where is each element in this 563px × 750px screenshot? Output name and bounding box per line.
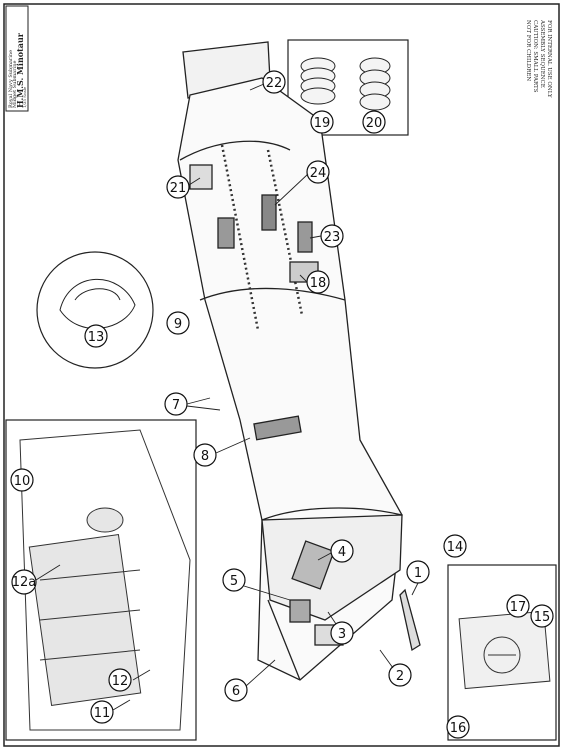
title-line-2: Midget Submarine bbox=[12, 61, 18, 108]
note-line-3: CAUTION: SMALL PARTS bbox=[532, 20, 538, 93]
callout-14: 14 bbox=[443, 534, 467, 558]
inset-interior bbox=[5, 419, 197, 741]
callout-13: 13 bbox=[84, 324, 108, 348]
callout-18: 18 bbox=[306, 270, 330, 294]
callout-21: 21 bbox=[166, 175, 190, 199]
svg-text:19: 19 bbox=[314, 116, 331, 131]
callout-6: 6 bbox=[224, 678, 248, 702]
notes-block: FOR INTERNAL USE ONLY ASSEMBLY SEQUENCE … bbox=[525, 19, 552, 98]
svg-text:22: 22 bbox=[266, 76, 283, 91]
callout-15: 15 bbox=[530, 604, 554, 628]
callout-19: 19 bbox=[310, 110, 334, 134]
callout-12: 12 bbox=[108, 668, 132, 692]
svg-text:14: 14 bbox=[447, 540, 464, 555]
note-line-2: ASSEMBLY SEQUENCE bbox=[539, 19, 545, 88]
page-border bbox=[3, 3, 560, 747]
callout-2: 2 bbox=[388, 663, 412, 687]
svg-text:5: 5 bbox=[230, 574, 238, 589]
callout-20: 20 bbox=[362, 110, 386, 134]
svg-text:2: 2 bbox=[396, 669, 404, 684]
note-line-1: FOR INTERNAL USE ONLY bbox=[546, 20, 552, 98]
svg-text:17: 17 bbox=[510, 600, 527, 615]
svg-text:3: 3 bbox=[338, 627, 346, 642]
svg-text:1: 1 bbox=[414, 566, 422, 581]
title-block: Royal Navy Submarine Midget Submarine H.… bbox=[5, 5, 29, 112]
callout-10: 10 bbox=[10, 468, 34, 492]
svg-text:13: 13 bbox=[88, 330, 105, 345]
callout-22: 22 bbox=[262, 70, 286, 94]
svg-text:11: 11 bbox=[94, 706, 111, 721]
callout-16: 16 bbox=[446, 715, 470, 739]
inset-rings bbox=[287, 39, 409, 136]
callout-23: 23 bbox=[320, 224, 344, 248]
callout-1: 1 bbox=[406, 560, 430, 584]
callout-17: 17 bbox=[506, 594, 530, 618]
svg-text:15: 15 bbox=[534, 610, 551, 625]
title-line-3: H.M.S. Minotaur bbox=[15, 32, 25, 108]
svg-text:6: 6 bbox=[232, 684, 240, 699]
title-line-4: 1/35 Scale bbox=[22, 86, 27, 108]
svg-text:10: 10 bbox=[14, 474, 31, 489]
inset-cradle bbox=[447, 564, 557, 741]
svg-text:12a: 12a bbox=[12, 575, 37, 590]
callout-8: 8 bbox=[193, 443, 217, 467]
callout-5: 5 bbox=[222, 568, 246, 592]
note-line-4: NOT FOR CHILDREN bbox=[525, 20, 531, 81]
svg-text:4: 4 bbox=[338, 545, 346, 560]
svg-text:18: 18 bbox=[310, 276, 327, 291]
callout-24: 24 bbox=[306, 160, 330, 184]
inset-hatch bbox=[36, 251, 154, 369]
svg-text:8: 8 bbox=[201, 449, 209, 464]
callout-4: 4 bbox=[330, 539, 354, 563]
svg-text:12: 12 bbox=[112, 674, 129, 689]
callout-9: 9 bbox=[166, 311, 190, 335]
svg-text:9: 9 bbox=[174, 317, 182, 332]
svg-text:20: 20 bbox=[366, 116, 383, 131]
svg-text:23: 23 bbox=[324, 230, 341, 245]
svg-text:24: 24 bbox=[310, 166, 327, 181]
leader-lines bbox=[35, 83, 419, 711]
callout-11: 11 bbox=[90, 700, 114, 724]
title-line-1: Royal Navy Submarine bbox=[8, 50, 14, 108]
hull bbox=[177, 41, 421, 681]
svg-text:21: 21 bbox=[170, 181, 187, 196]
callout-12a: 12a bbox=[11, 569, 37, 595]
callouts: 1 2 3 4 5 6 7 8 9 10 11 12 12a 13 14 15 … bbox=[10, 70, 554, 739]
svg-text:16: 16 bbox=[450, 721, 467, 736]
callout-3: 3 bbox=[330, 621, 354, 645]
svg-text:7: 7 bbox=[172, 398, 180, 413]
callout-7: 7 bbox=[164, 392, 188, 416]
